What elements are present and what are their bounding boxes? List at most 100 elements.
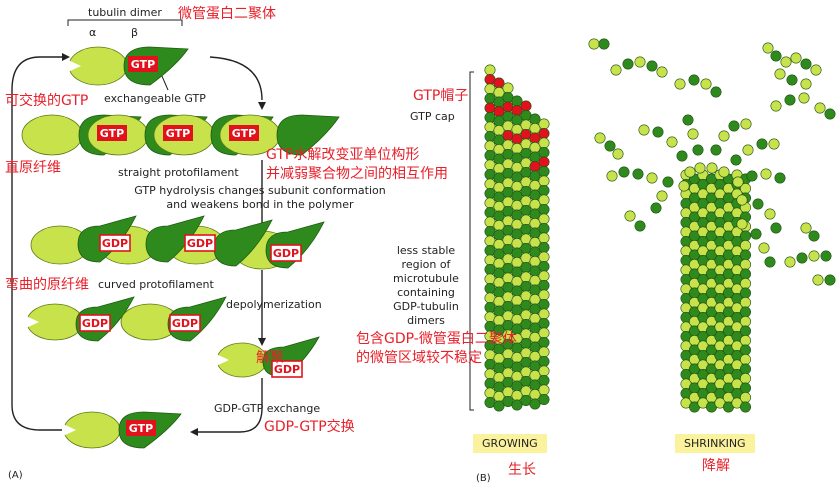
gtp-cap-bead	[538, 128, 550, 140]
curling-protofilament-bead	[678, 180, 690, 192]
gtp-tag-label: GTP	[129, 422, 153, 435]
gtp-cap-bead	[493, 77, 505, 89]
growing-bracket	[469, 71, 474, 411]
curved-protofilament-cn-label: 弯曲的原纤维	[5, 277, 89, 293]
free-tubulin-bead	[780, 56, 792, 68]
gdp-tag-box	[270, 244, 302, 262]
microtubule-bead	[538, 251, 550, 263]
curling-protofilament-bead	[758, 242, 770, 254]
gdp-tag-box	[271, 360, 303, 378]
free-tubulin-bead	[624, 210, 636, 222]
hydrolysis-cn-line1: GTP水解改变亚单位构形	[266, 147, 420, 163]
gdp-tag-label: GDP	[273, 247, 299, 260]
curling-protofilament-bead	[742, 144, 754, 156]
curling-protofilament-bead	[760, 168, 772, 180]
microtubule-bead	[538, 365, 550, 377]
curling-protofilament-bead	[764, 208, 776, 220]
curling-protofilament-bead	[740, 118, 752, 130]
curling-protofilament-bead	[732, 176, 744, 188]
free-tubulin-bead	[800, 78, 812, 90]
microtubule-bead	[511, 399, 523, 411]
microtubule-bead	[511, 95, 523, 107]
free-tubulin-bead	[700, 78, 712, 90]
dimer-bracket	[67, 19, 183, 26]
curling-protofilament-bead	[632, 168, 644, 180]
microtubule-bead	[739, 315, 751, 327]
beta-tubulin	[213, 219, 273, 267]
less-stable-line: less stable	[396, 244, 456, 257]
shrinking-badge: SHRINKING	[675, 434, 755, 453]
free-tubulin-bead	[784, 94, 796, 106]
gtp-cap-bead	[538, 156, 550, 168]
less-stable-line: GDP-tubulin	[393, 300, 459, 313]
free-tubulin-bead	[820, 250, 832, 262]
free-tubulin-bead	[800, 222, 812, 234]
less-stable-line: microtubule	[393, 272, 459, 285]
curling-protofilament-bead	[694, 162, 706, 174]
exchange-cn-label: GDP-GTP交换	[264, 419, 355, 435]
gdp-tag-label: GDP	[172, 317, 198, 330]
free-tubulin-bead	[656, 190, 668, 202]
growing-cn-label: 生长	[508, 462, 536, 478]
microtubule-bead	[739, 258, 751, 270]
microtubule-bead	[538, 298, 550, 310]
free-tubulin-bead	[604, 140, 616, 152]
curved-protofilament-label: curved protofilament	[98, 278, 214, 291]
microtubule-bead	[739, 372, 751, 384]
alpha-notch	[26, 316, 39, 328]
curling-protofilament-bead	[710, 144, 722, 156]
straight-protofilament-cn-label: 直原纤维	[5, 160, 61, 176]
free-tubulin-bead	[612, 148, 624, 160]
free-tubulin-bead	[814, 102, 826, 114]
hydrolysis-line2: and weakens bond in the polymer	[166, 198, 354, 211]
exchangeable-gtp-label: exchangeable GTP	[104, 92, 206, 105]
microtubule-bead	[538, 336, 550, 348]
arrow-heads	[62, 53, 266, 436]
shrinking-cn-label: 降解	[702, 458, 730, 474]
gdp-tag-box	[184, 234, 216, 252]
gtp-tag-box	[128, 56, 158, 72]
curling-protofilament-bead	[682, 114, 694, 126]
curling-protofilament-bead	[746, 170, 758, 182]
curling-protofilament-bead	[736, 218, 748, 230]
microtubule-bead	[538, 166, 550, 178]
gdp-tag-box	[79, 314, 111, 332]
microtubule-bead	[739, 391, 751, 403]
free-tubulin-bead	[790, 52, 802, 64]
less-stable-cn-line2: 的微管区域较不稳定	[356, 350, 482, 366]
microtubule-bead	[538, 289, 550, 301]
curling-protofilament-bead	[774, 172, 786, 184]
microtubule-bead	[538, 242, 550, 254]
gdp-tag-box	[99, 234, 131, 252]
free-tubulin-bead	[810, 64, 822, 76]
microtubule-bead	[538, 223, 550, 235]
curling-protofilament-bead	[764, 256, 776, 268]
free-tubulin-bead	[618, 166, 630, 178]
gdp-tag-label: GDP	[82, 317, 108, 330]
alpha-notch	[216, 354, 229, 366]
growing-badge: GROWING	[473, 434, 547, 453]
cycle-arrows	[11, 56, 263, 433]
microtubule-bead	[538, 393, 550, 405]
microtubule-bead	[502, 82, 514, 94]
curling-protofilament-bead	[687, 128, 699, 140]
free-tubulin-bead	[622, 58, 634, 70]
microtubule-bead	[538, 308, 550, 320]
microtubule-bead	[538, 270, 550, 282]
less-stable-line: dimers	[407, 314, 445, 327]
gdp-tag-label: GDP	[102, 237, 128, 250]
tubulin-dimer-cn-label: 微管蛋白二聚体	[178, 6, 276, 22]
curling-protofilament-bead	[730, 154, 742, 166]
curling-protofilament-bead	[684, 166, 696, 178]
exchange-label: GDP-GTP exchange	[214, 402, 321, 415]
free-tubulin-bead	[594, 132, 606, 144]
microtubule-bead	[529, 113, 541, 125]
microtubule-bead	[538, 384, 550, 396]
microtubule-bead	[739, 382, 751, 394]
alpha-tubulin	[21, 114, 83, 156]
free-tubulin-bead	[674, 78, 686, 90]
microtubule-bead	[739, 353, 751, 365]
microtubule-bead	[739, 306, 751, 318]
hydrolysis-line1: GTP hydrolysis changes subunit conformat…	[134, 184, 386, 197]
curling-protofilament-bead	[666, 136, 678, 148]
